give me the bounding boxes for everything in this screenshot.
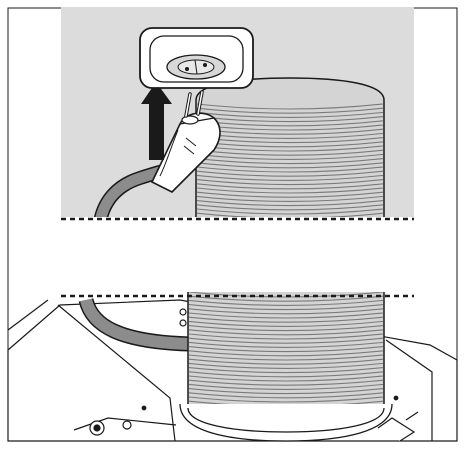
coiled-cable-drum-top [196, 78, 384, 227]
coil-winding [197, 222, 383, 227]
top-panel [61, 7, 414, 227]
bottom-panel [8, 290, 457, 441]
socket-icon [140, 28, 253, 88]
coiled-cable-drum-bottom [180, 290, 392, 441]
